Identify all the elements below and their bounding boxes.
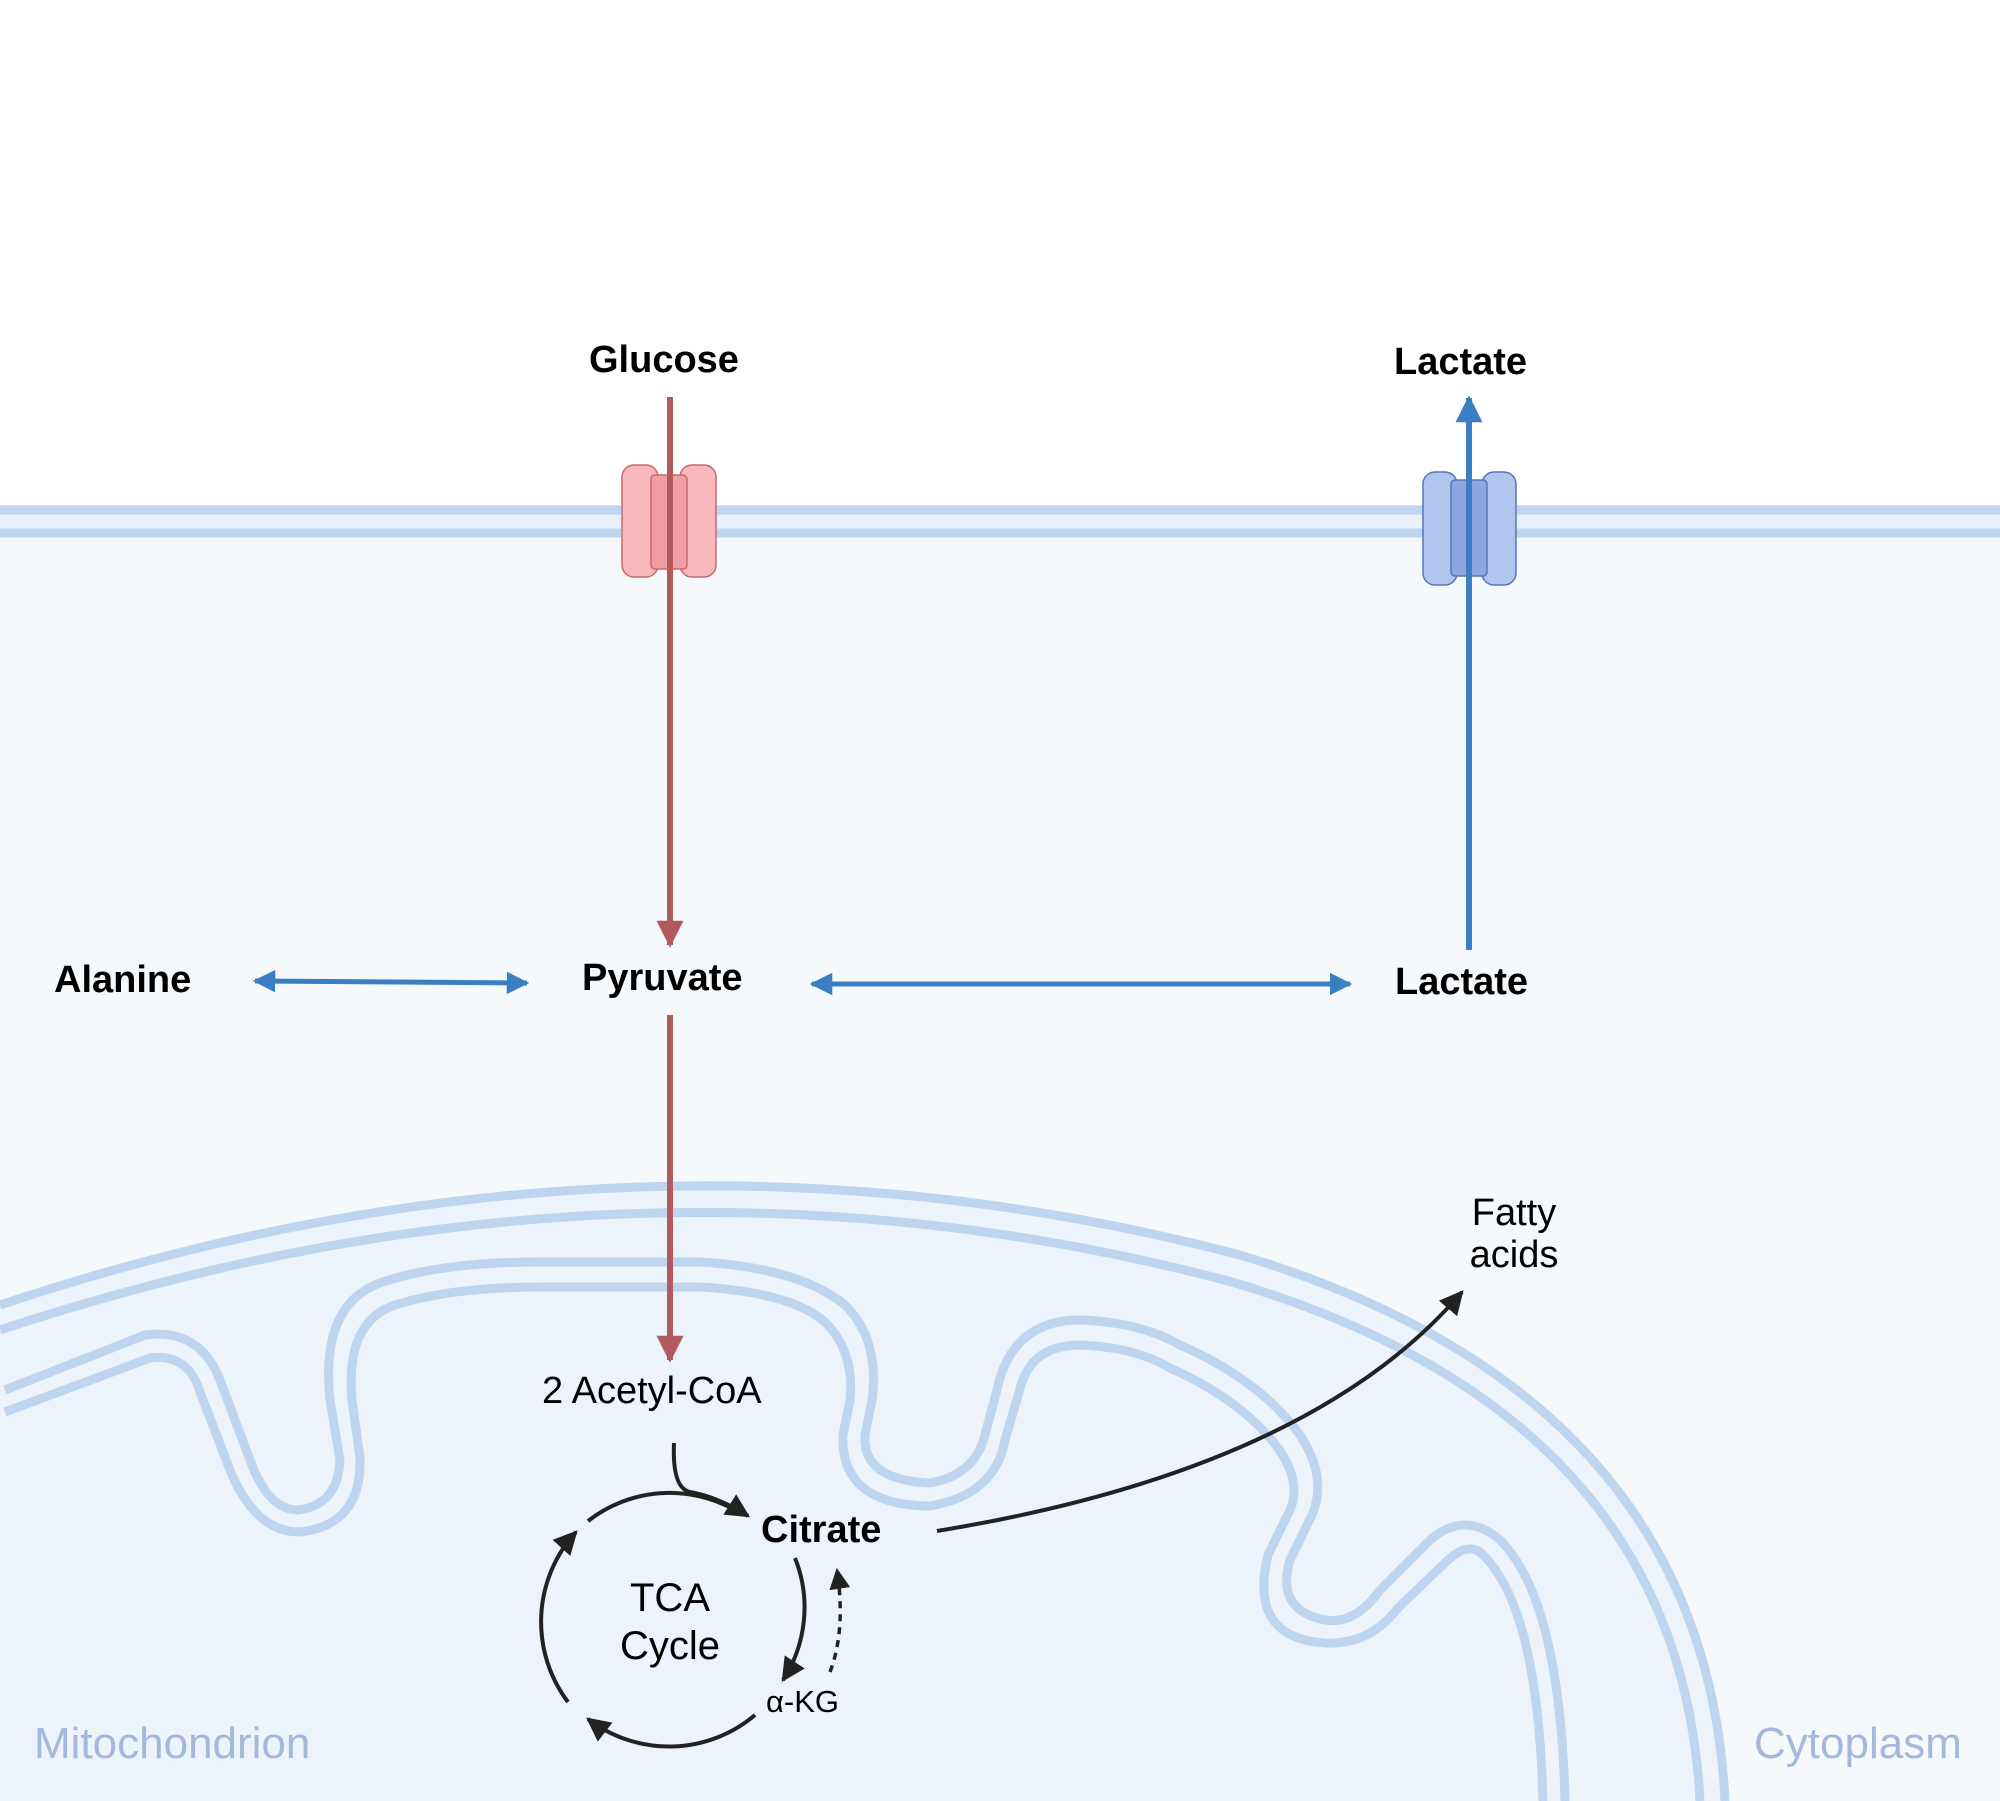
pyruvate-label: Pyruvate: [582, 957, 743, 999]
glucose-transporter-icon: [621, 464, 717, 578]
cell-membrane: [0, 505, 2000, 538]
citrate-label: Citrate: [761, 1509, 882, 1551]
tca-cycle-label-line1: TCA: [630, 1576, 710, 1620]
mitochondrion-outer-membrane: [0, 1181, 1730, 1801]
fatty-acids-label-line2: acids: [1469, 1234, 1559, 1276]
cytoplasm-region-label: Cytoplasm: [1754, 1719, 1962, 1768]
lactate-intracellular-label: Lactate: [1395, 961, 1529, 1003]
mitochondrion-cristae: [3, 1257, 1570, 1801]
fatty-acids-label-line1: Fatty: [1471, 1192, 1557, 1234]
tca-cycle-arrows: [539, 1490, 807, 1749]
akg-to-citrate-dashed-arrow: [828, 1567, 851, 1673]
mitochondrion-region-label: Mitochondrion: [34, 1719, 311, 1768]
lactate-extracellular-label: Lactate: [1394, 341, 1528, 383]
alpha-kg-label: α-KG: [766, 1684, 840, 1719]
tca-cycle-label-line2: Cycle: [619, 1624, 721, 1668]
citrate-to-fattyacids-arrow: [936, 1290, 1464, 1533]
acetyl-coa-label: 2 Acetyl-CoA: [542, 1370, 762, 1412]
alanine-label: Alanine: [54, 959, 192, 1001]
glucose-label: Glucose: [589, 339, 739, 381]
alanine-pyruvate-arrow: [252, 969, 530, 995]
